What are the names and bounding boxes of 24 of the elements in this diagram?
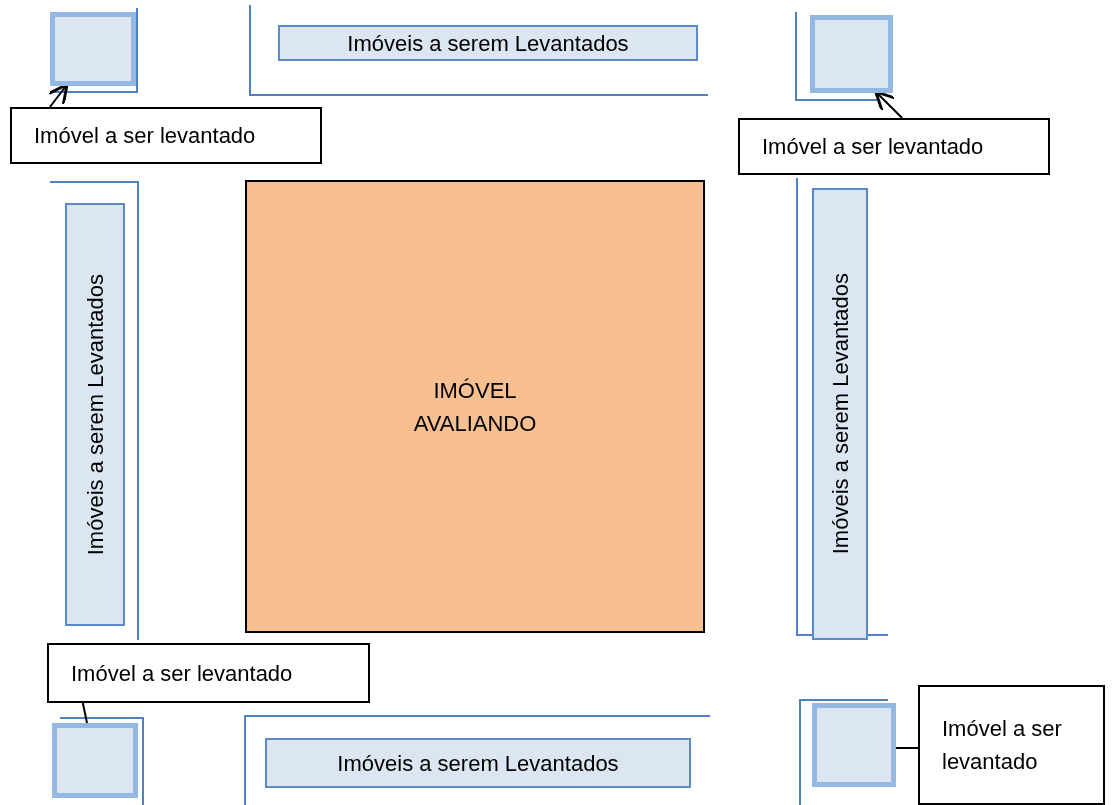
lot-square: [812, 703, 896, 787]
lot-strip: [65, 203, 125, 626]
callout-text: Imóvel a ser levantado: [762, 133, 984, 161]
area-label: Imóveis a serem Levantados: [337, 749, 619, 778]
callout-text: Imóvel a ser levantado: [34, 122, 256, 150]
callout-text: Imóvel a ser levantado: [942, 715, 1063, 776]
callout-box: [738, 118, 1050, 175]
area-label: Imóveis a serem Levantados: [347, 29, 629, 58]
lot-square: [52, 723, 138, 798]
lot-strip: [278, 25, 698, 61]
property-block: [245, 180, 705, 633]
area-label: IMÓVEL AVALIANDO: [412, 376, 538, 438]
callout-text: Imóvel a ser levantado: [71, 659, 293, 688]
callout-box: [918, 685, 1105, 805]
lot-square: [810, 15, 893, 93]
leader-line: [895, 747, 919, 749]
lot-strip: [265, 738, 691, 788]
lot-square: [50, 12, 136, 86]
callout-box: [47, 643, 370, 703]
callout-box: [10, 107, 322, 164]
area-label: Imóveis a serem Levantados: [81, 273, 109, 556]
lot-strip: [812, 188, 868, 640]
area-label: Imóveis a serem Levantados: [826, 273, 854, 555]
leader-line: [81, 702, 88, 724]
